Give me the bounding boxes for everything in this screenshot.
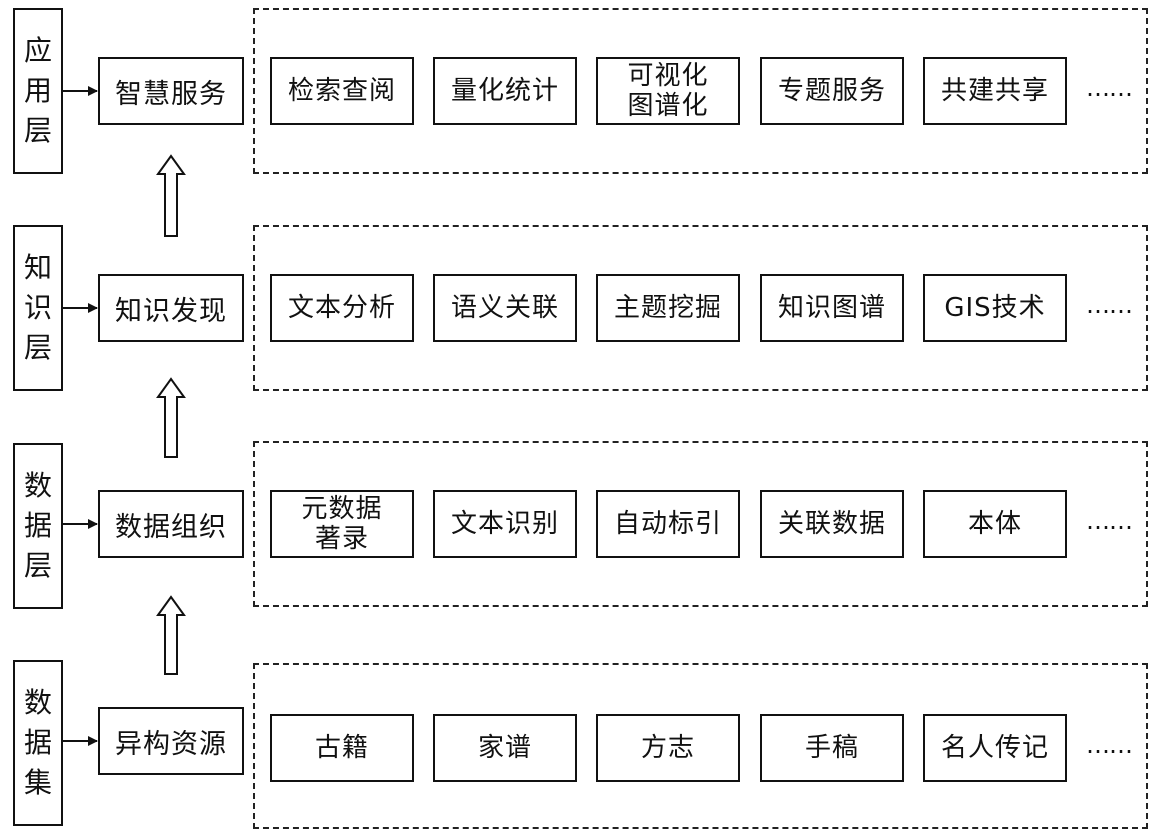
- layer-label-dataset: 数 据 集: [13, 660, 63, 826]
- layer-label-char: 层: [23, 549, 52, 582]
- layer-label-char: 据: [23, 726, 52, 759]
- dashed-group-application: [253, 8, 1148, 174]
- ellipsis: ……: [1086, 731, 1133, 759]
- dashed-group-data: [253, 441, 1148, 607]
- ellipsis: ……: [1086, 507, 1133, 535]
- item-box: 主题挖掘: [596, 274, 740, 342]
- dashed-group-dataset: [253, 663, 1148, 829]
- item-box: GIS技术: [923, 274, 1067, 342]
- item-box: 元数据 著录: [270, 490, 414, 558]
- layer-label-char: 层: [23, 114, 52, 147]
- item-box: 名人传记: [923, 714, 1067, 782]
- main-box-heterogeneous-resources: 异构资源: [98, 707, 244, 775]
- item-box: 知识图谱: [760, 274, 904, 342]
- item-box: 自动标引: [596, 490, 740, 558]
- layer-label-char: 集: [23, 766, 52, 799]
- item-box: 本体: [923, 490, 1067, 558]
- ellipsis: ……: [1086, 74, 1133, 102]
- layer-label-char: 识: [23, 291, 52, 324]
- item-box: 手稿: [760, 714, 904, 782]
- main-box-data-organization: 数据组织: [98, 490, 244, 558]
- layer-label-char: 层: [23, 331, 52, 364]
- layer-label-knowledge: 知 识 层: [13, 225, 63, 391]
- up-hollow-arrow: [156, 154, 186, 237]
- item-box: 语义关联: [433, 274, 577, 342]
- item-box: 可视化 图谱化: [596, 57, 740, 125]
- layer-label-char: 数: [23, 686, 52, 719]
- up-hollow-arrow: [156, 377, 186, 458]
- dashed-group-knowledge: [253, 225, 1148, 391]
- item-box: 共建共享: [923, 57, 1067, 125]
- up-hollow-arrow: [156, 595, 186, 675]
- layer-label-application: 应 用 层: [13, 8, 63, 174]
- item-box: 关联数据: [760, 490, 904, 558]
- item-box: 古籍: [270, 714, 414, 782]
- item-box: 量化统计: [433, 57, 577, 125]
- main-box-smart-service: 智慧服务: [98, 57, 244, 125]
- item-box: 文本识别: [433, 490, 577, 558]
- item-box: 专题服务: [760, 57, 904, 125]
- ellipsis: ……: [1086, 291, 1133, 319]
- item-box: 文本分析: [270, 274, 414, 342]
- layer-label-char: 据: [23, 509, 52, 542]
- main-box-knowledge-discovery: 知识发现: [98, 274, 244, 342]
- item-box: 方志: [596, 714, 740, 782]
- layer-label-char: 用: [23, 74, 52, 107]
- layer-label-char: 数: [23, 469, 52, 502]
- layer-label-char: 知: [23, 251, 52, 284]
- layer-label-data: 数 据 层: [13, 443, 63, 609]
- item-box: 检索查阅: [270, 57, 414, 125]
- layer-label-char: 应: [23, 34, 52, 67]
- item-box: 家谱: [433, 714, 577, 782]
